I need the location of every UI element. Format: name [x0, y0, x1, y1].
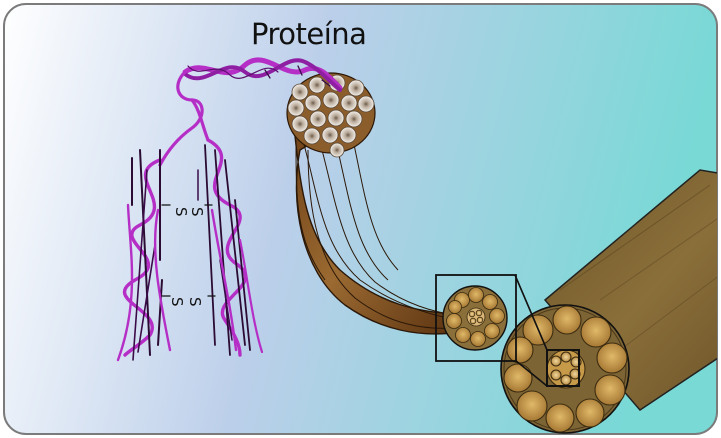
disulfide-bond-upper: S S	[172, 207, 206, 217]
sulfur-label-left: S	[168, 297, 186, 307]
disulfide-bond-lower: S S	[168, 297, 204, 307]
protein-label: Proteína	[251, 17, 366, 51]
sulfur-label-left: S	[172, 207, 190, 217]
sulfur-label-right: S	[188, 207, 206, 217]
sulfur-label-right: S	[186, 297, 204, 307]
